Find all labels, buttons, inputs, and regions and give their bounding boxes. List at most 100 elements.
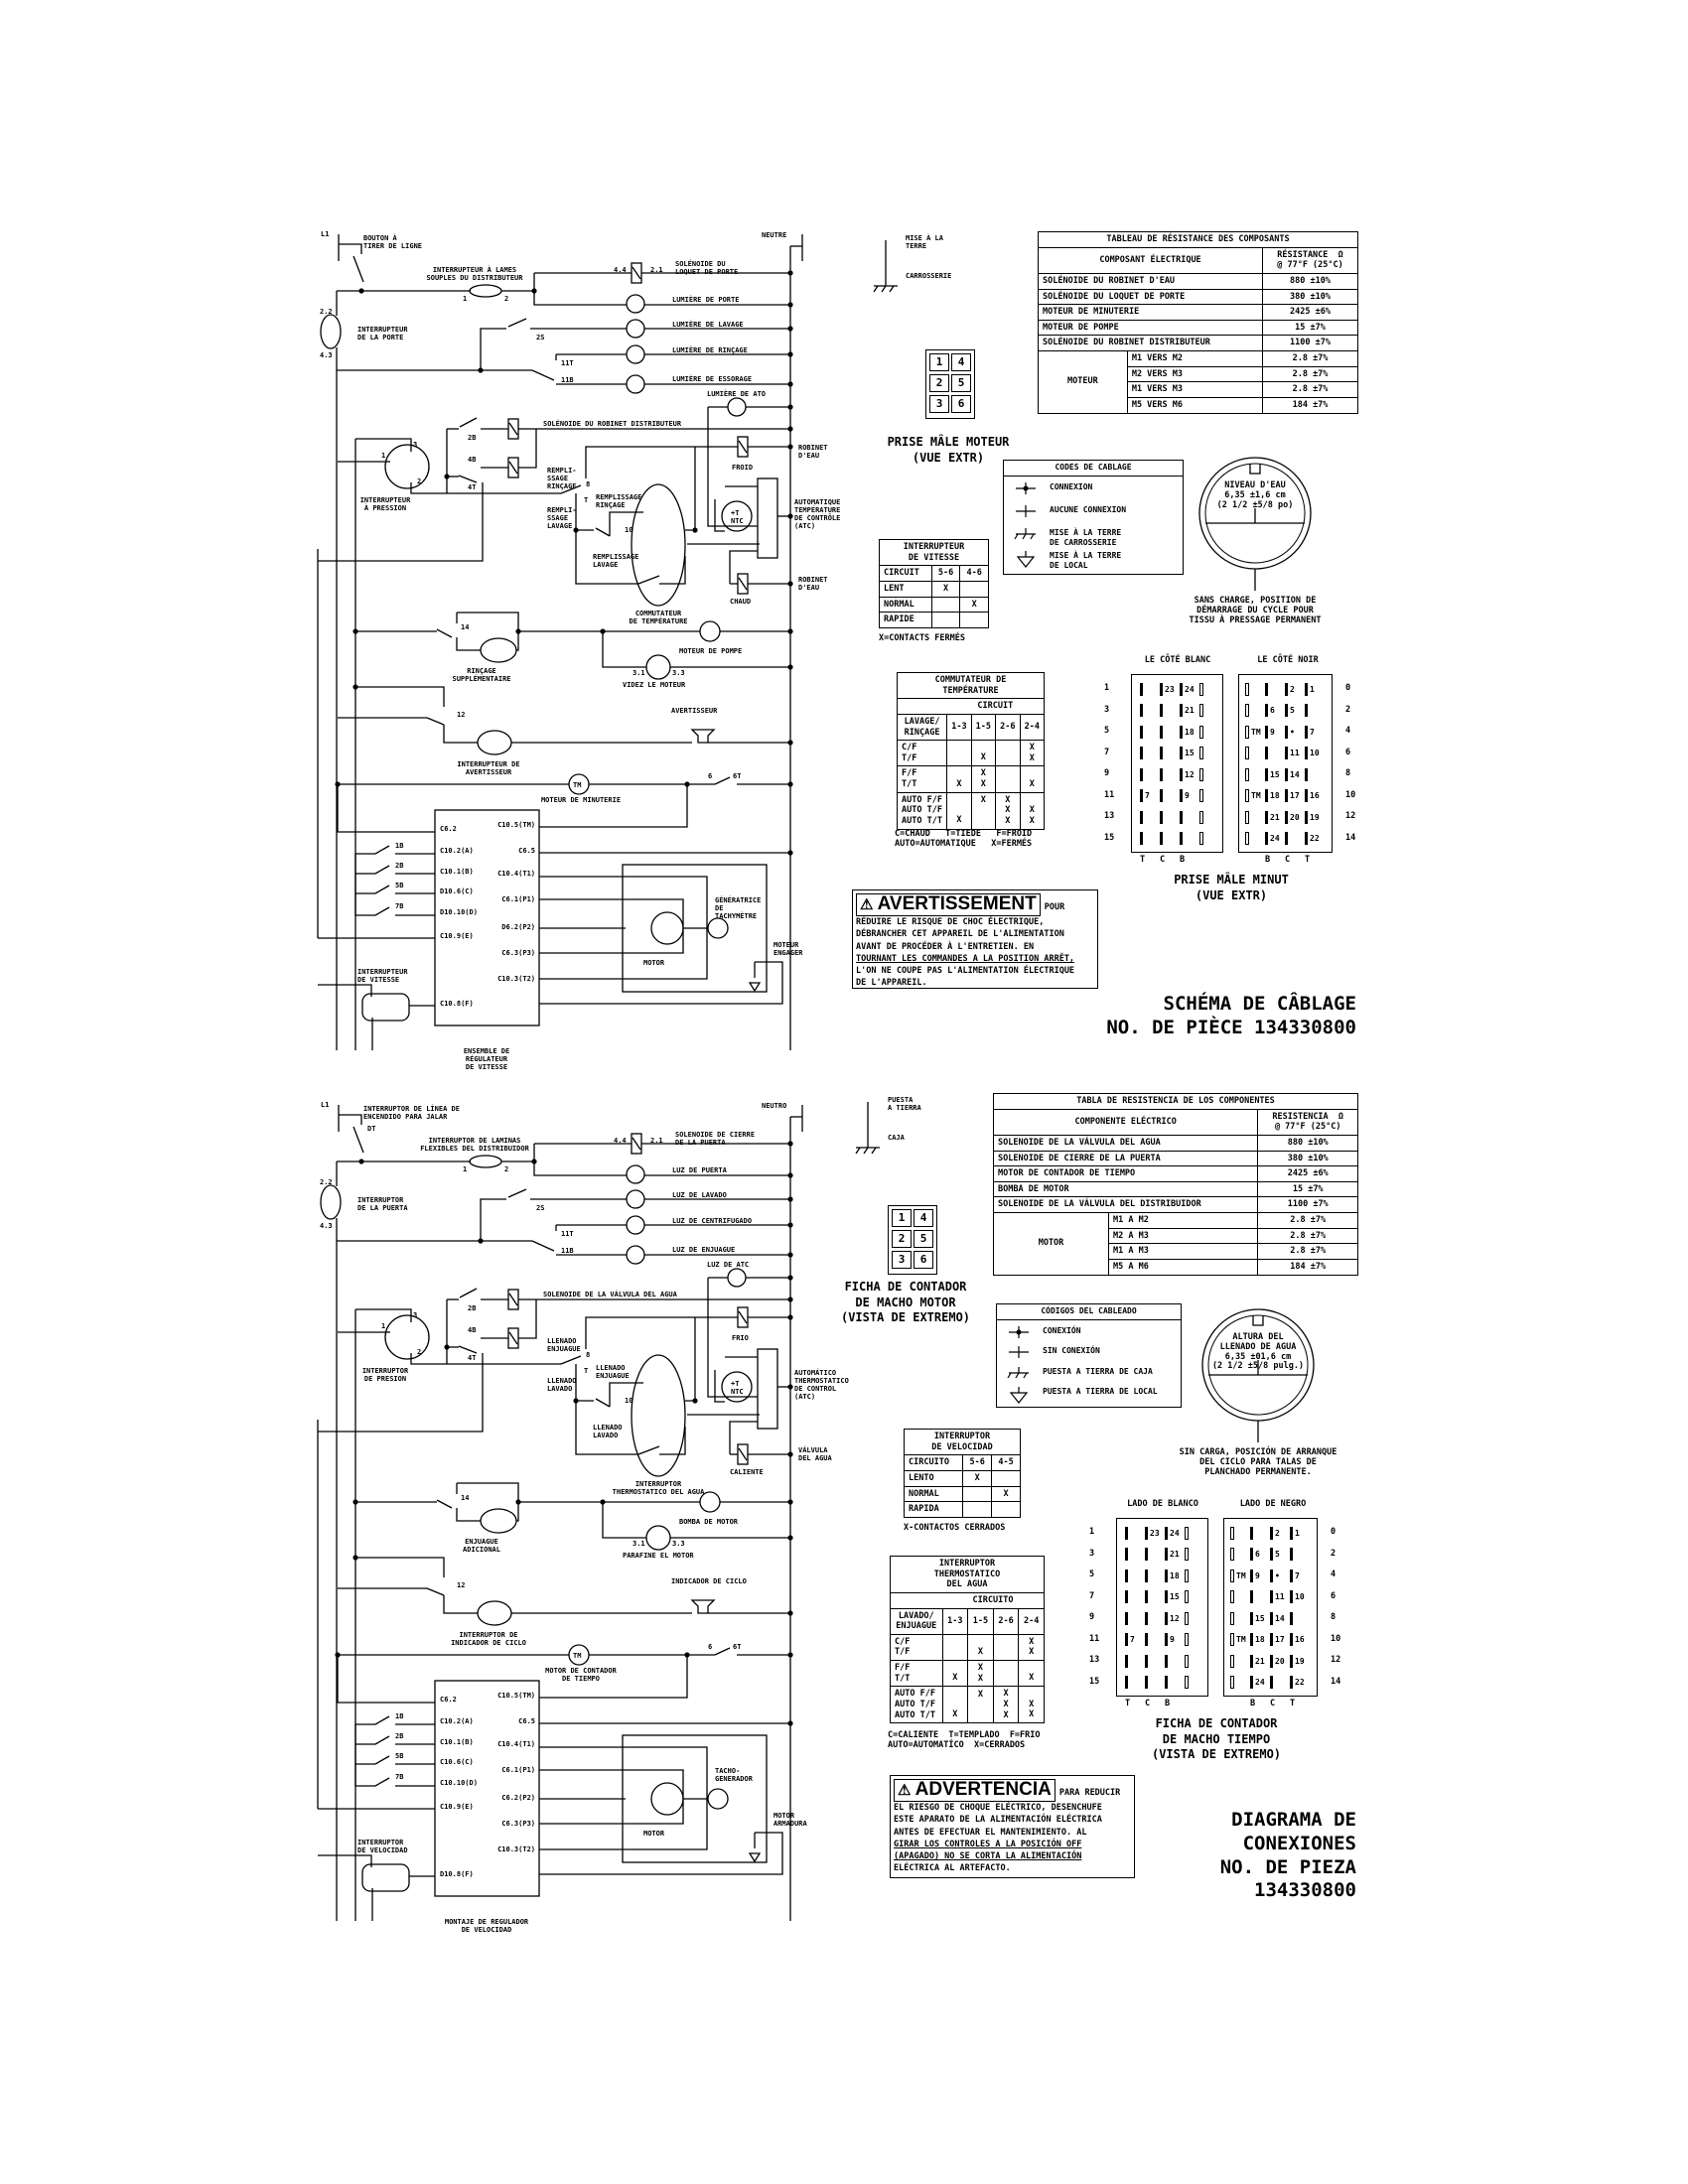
table-cell: LENT <box>879 580 932 598</box>
motor-plug-pin: 6 <box>951 395 971 413</box>
terminal: 15 <box>1180 747 1199 759</box>
schematic-label-fill-rinse-b: REMPLISSAGE RINÇAGE <box>596 493 642 510</box>
dispenser-solenoid <box>507 418 519 440</box>
junction-dot <box>358 288 364 294</box>
terminal-blade-icon <box>1145 1548 1148 1561</box>
junction-dot <box>787 664 793 670</box>
terminal-label: 22 <box>1310 834 1320 843</box>
terminal: 18 <box>1180 725 1199 739</box>
schematic-label-drain-b: 3.3 <box>672 1540 685 1548</box>
junction-dot <box>478 367 484 373</box>
terminal-label: 16 <box>1295 1635 1305 1644</box>
schematic-label-fill-rinse-a: LLENADO ENJUAGUE <box>547 1337 581 1354</box>
terminal-blade-icon <box>1245 789 1249 802</box>
buzzer-switch-icon <box>477 1600 512 1626</box>
timer-contact-label: 5B <box>395 882 404 889</box>
terminal-blade-icon <box>1185 1654 1189 1668</box>
regulator-pin-label: C6.3(P3) <box>501 1820 535 1828</box>
schematic-label-reed-2: 2 <box>504 1165 509 1173</box>
junction-dot <box>335 1652 341 1658</box>
schematic-label-buzzer: INDICADOR DE CICLO <box>671 1577 747 1585</box>
terminal-blade-icon <box>1165 1654 1168 1668</box>
schematic-label-lock-sol: SOLENOIDE DE CIERRE DE LA PUERTA <box>675 1131 756 1148</box>
hot-water-valve <box>737 573 749 595</box>
schematic-label-lock-a: 4.4 <box>614 1137 627 1145</box>
schematic-label-door-switch: INTERRUPTOR DE LA PUERTA <box>357 1196 408 1213</box>
cold-water-valve <box>737 1306 749 1328</box>
pin-number: 7 <box>1104 747 1110 757</box>
wire <box>575 1364 638 1455</box>
cell-line <box>998 1647 1015 1657</box>
solenoid-coil-icon <box>738 1447 748 1461</box>
winding-pair-cell: M2 A M3 <box>1107 1227 1259 1245</box>
terminal-blade-icon <box>1305 682 1308 696</box>
water-level-text: ALTURA DEL LLENADO DE AGUA 6,35 ±01,6 cm… <box>1211 1332 1305 1372</box>
terminal: 17 <box>1285 789 1305 802</box>
terminal-label: 24 <box>1270 834 1280 843</box>
terminal-blade-icon <box>1285 832 1288 845</box>
connection-icon <box>1009 1326 1029 1338</box>
drive-motor-icon <box>650 911 684 945</box>
junction-dot <box>787 426 793 432</box>
table-cell: X <box>930 580 961 598</box>
motor-plug-pin: 4 <box>951 353 971 371</box>
table-cell: NORMAL <box>903 1485 964 1503</box>
terminal-blade-icon <box>1199 789 1203 802</box>
schematic-label-timer-motor: MOTOR DE CONTADOR DE TIEMPO <box>545 1667 617 1684</box>
terminal <box>1185 1569 1204 1582</box>
white-side-row: 21 <box>1140 704 1219 718</box>
terminal <box>1125 1526 1145 1540</box>
timer-plug-caption: FICHA DE CONTADOR DE MACHO TIEMPO (VISTA… <box>1151 1716 1282 1762</box>
connection-icon <box>1016 482 1036 494</box>
pin-number: 14 <box>1345 832 1356 843</box>
white-side-row <box>1125 1654 1204 1668</box>
wire <box>355 438 412 452</box>
regulator-pin-label: C6.2 <box>440 825 457 833</box>
wash-light-icon <box>626 1189 645 1209</box>
terminal-blade-icon <box>1140 832 1143 845</box>
schematic-label-speed-switch: INTERRUPTEUR DE VITESSE <box>357 968 408 985</box>
terminal-label: 24 <box>1185 684 1195 694</box>
title-block: DIAGRAMA DE CONEXIONES NO. DE PIEZA 1343… <box>1219 1809 1356 1902</box>
terminal-blade-icon <box>1180 810 1183 824</box>
table-row: INTERRUPTOR DE VELOCIDAD <box>904 1428 1021 1456</box>
wiring-code-label: SIN CONEXIÓN <box>1043 1346 1100 1356</box>
terminal-blade-icon <box>1285 789 1288 802</box>
warning-heading-text: AVERTISSEMENT <box>877 893 1037 914</box>
white-side-row: 15 <box>1140 747 1219 760</box>
pin-number: 0 <box>1331 1527 1336 1537</box>
terminal-label: 2 <box>1290 684 1295 694</box>
terminal: 23 <box>1145 1526 1165 1540</box>
chassis-ground-label: MISE À LA TERRE <box>906 234 943 251</box>
schematic-label-light-door: LUZ DE PUERTA <box>672 1166 727 1174</box>
regulator-pin-label: C10.9(E) <box>440 932 474 940</box>
schematic-label-l1: L1 <box>321 1101 330 1109</box>
terminal <box>1245 747 1265 759</box>
chassis-ground-icon <box>1014 528 1036 540</box>
terminal-blade-icon <box>1145 1526 1148 1540</box>
white-side-row: 18 <box>1125 1569 1204 1582</box>
motor-plug-pin: 5 <box>914 1230 933 1248</box>
regulator-pin-label: C10.2(A) <box>440 1717 474 1725</box>
wire <box>374 1735 390 1745</box>
wire <box>457 612 519 631</box>
terminal-blade-icon <box>1145 1633 1148 1646</box>
cell-line <box>1025 795 1040 805</box>
water-level-text: NIVEAU D'EAU 6,35 ±1,6 cm (2 1/2 ±5/8 po… <box>1216 480 1294 510</box>
junction-dot <box>787 781 793 787</box>
junction-dot <box>787 1196 793 1202</box>
pump-motor-icon <box>699 1491 721 1513</box>
wire <box>410 1353 561 1365</box>
regulator-pin-label: D10.8(F) <box>440 1870 474 1878</box>
junction-dot <box>515 628 521 634</box>
terminal-label: 9 <box>1255 1570 1260 1580</box>
white-side-row: 15 <box>1125 1590 1204 1604</box>
wire <box>426 717 445 726</box>
resistance-cell: 880 ±10% <box>1262 272 1358 290</box>
column-header: LAVADO/ ENJUAGUE <box>890 1607 943 1635</box>
